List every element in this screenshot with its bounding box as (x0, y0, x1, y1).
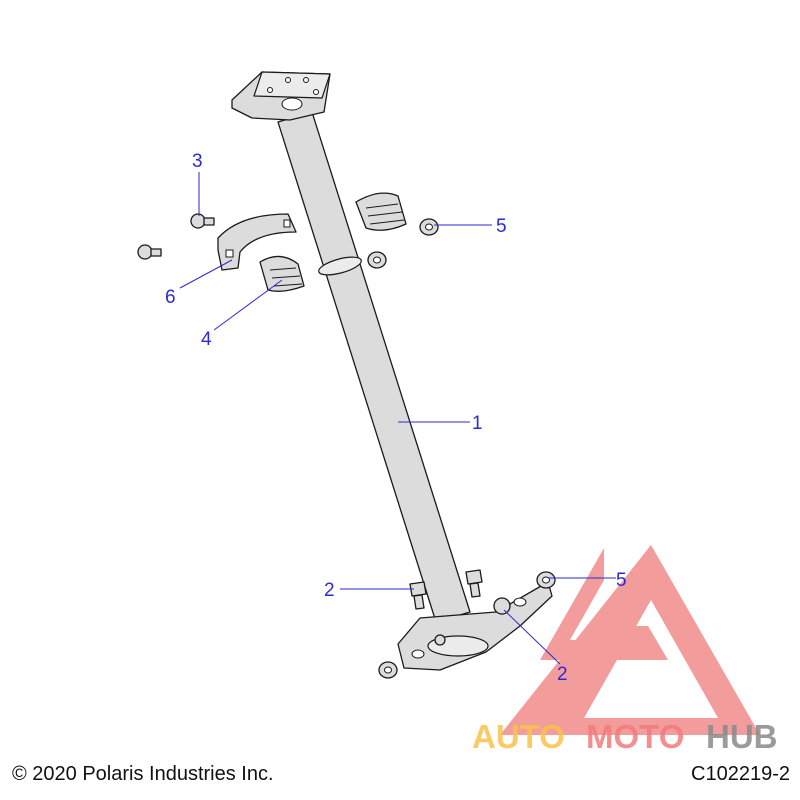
watermark-triangle-inner (540, 548, 668, 660)
bolt-top-left (137, 244, 162, 260)
callout-2b: 2 (557, 664, 568, 685)
leader-lines (179, 172, 616, 665)
bushing-left (259, 255, 305, 292)
callout-1: 1 (472, 413, 483, 434)
watermark-word-auto: AUTO (472, 718, 565, 755)
drawing-code: C102219-2 (691, 763, 790, 785)
callout-6: 6 (165, 287, 176, 308)
watermark-logo (500, 545, 760, 735)
callout-5a: 5 (496, 216, 507, 237)
callout-2a: 2 (324, 580, 335, 601)
watermark-text: AUTO MOTO HUB (472, 718, 778, 755)
bolt-lower-left-2 (409, 581, 427, 610)
watermark-word-moto: MOTO (586, 718, 684, 755)
nut-lower-right-5 (536, 571, 556, 589)
callout-5b: 5 (616, 570, 627, 591)
nut-top-right-5 (419, 218, 439, 236)
watermark-word-hub: HUB (706, 718, 778, 755)
copyright-notice: © 2020 Polaris Industries Inc. (12, 763, 274, 785)
bolt-lower-mid (465, 569, 483, 598)
clamp-bracket (217, 213, 297, 271)
nut-lower-left (378, 661, 398, 679)
callouts: 1 2 2 3 4 5 5 6 (165, 151, 627, 685)
nut-top-center (367, 251, 387, 269)
steering-tube (277, 111, 471, 623)
watermark-triangle-outer (500, 545, 760, 735)
bolt-top-3 (190, 213, 215, 229)
lower-mount-bracket (397, 581, 553, 671)
callout-4: 4 (201, 329, 212, 350)
upper-mount-plate (231, 71, 331, 121)
bushing-right (355, 192, 407, 231)
callout-3: 3 (192, 151, 203, 172)
